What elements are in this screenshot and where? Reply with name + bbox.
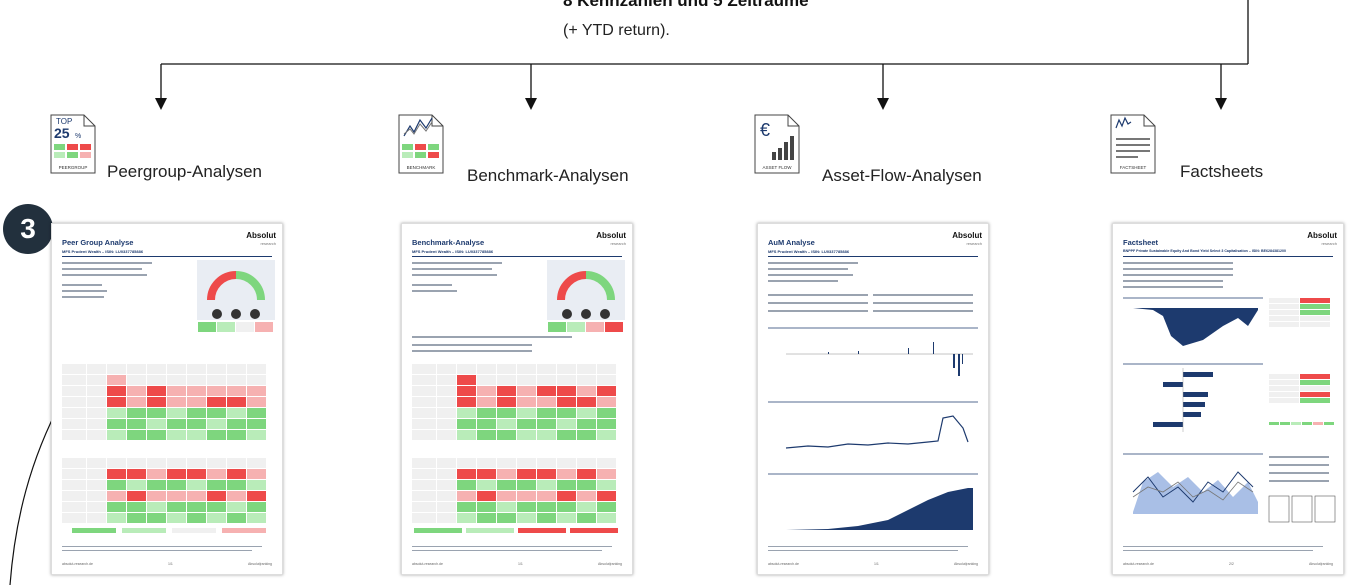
svg-text:BENCHMARK: BENCHMARK bbox=[407, 165, 436, 170]
benchmark-gauge-panel bbox=[547, 260, 625, 320]
aum-line-chart bbox=[768, 401, 978, 449]
svg-text:FACTSHEET: FACTSHEET bbox=[1120, 165, 1147, 170]
net-flow-chart bbox=[768, 327, 978, 376]
report-page-peergroup[interactable]: Peer Group Analyse MFS Prudent Wealth – … bbox=[51, 223, 283, 575]
peer-table-top bbox=[62, 364, 266, 440]
svg-text:ASSET FLOW: ASSET FLOW bbox=[763, 165, 793, 170]
performance-chart bbox=[1123, 453, 1263, 514]
connector-arrows bbox=[155, 0, 1249, 110]
page-subtitle: MFS Prudent Wealth – ISIN: LU0337785886 bbox=[768, 249, 850, 254]
svg-text:%: % bbox=[75, 133, 81, 140]
svg-text:TOP: TOP bbox=[56, 117, 72, 126]
report-page-benchmark[interactable]: Benchmark-Analyse MFS Prudent Wealth – I… bbox=[401, 223, 633, 575]
drawdown-chart bbox=[1123, 297, 1263, 346]
section-label-peergroup: Peergroup-Analysen bbox=[107, 162, 262, 181]
svg-text:25: 25 bbox=[54, 125, 70, 141]
section-label-asset-flow: Asset-Flow-Analysen bbox=[822, 166, 982, 185]
svg-text:€: € bbox=[760, 120, 770, 140]
page-title: Benchmark-Analyse bbox=[412, 238, 485, 247]
peer-gauge-panel bbox=[197, 260, 275, 320]
asset-class-bar-chart bbox=[1123, 363, 1263, 432]
page-title: Peer Group Analyse bbox=[62, 238, 134, 247]
page-subtitle: MFS Prudent Wealth – ISIN: LU0337785886 bbox=[412, 249, 494, 254]
factsheet-icon: FACTSHEET bbox=[1110, 114, 1156, 174]
header-sub-text: (+ YTD return). bbox=[563, 22, 670, 39]
step-badge: 3 bbox=[3, 204, 53, 254]
section-label-factsheets: Factsheets bbox=[1180, 162, 1264, 181]
page-title: AuM Analyse bbox=[768, 238, 815, 247]
mini-icons-row bbox=[1268, 495, 1336, 523]
section-label-benchmark: Benchmark-Analysen bbox=[467, 166, 629, 185]
benchmark-icon: BENCHMARK bbox=[398, 114, 444, 174]
report-page-aum[interactable]: AuM Analyse MFS Prudent Wealth – ISIN: L… bbox=[757, 223, 989, 575]
peergroup-icon: TOP 25 % PEERGROUP bbox=[50, 114, 96, 174]
page-subtitle: BNPPF Private Sustainable Equity And Bon… bbox=[1123, 249, 1287, 253]
cumulative-area-chart bbox=[768, 473, 978, 530]
page-subtitle: MFS Prudent Wealth – ISIN: LU0337785886 bbox=[62, 249, 144, 254]
svg-text:PEERGROUP: PEERGROUP bbox=[59, 165, 88, 170]
peer-table-bottom bbox=[62, 458, 266, 523]
report-page-factsheet[interactable]: Factsheet BNPPF Private Sustainable Equi… bbox=[1112, 223, 1344, 575]
asset-flow-icon: € ASSET FLOW bbox=[754, 114, 800, 174]
page-title: Factsheet bbox=[1123, 238, 1159, 247]
benchmark-table-bottom bbox=[412, 458, 616, 523]
header-bold-text: 8 Kennzahlen und 5 Zeiträume bbox=[563, 0, 809, 10]
benchmark-table-top bbox=[412, 364, 616, 440]
